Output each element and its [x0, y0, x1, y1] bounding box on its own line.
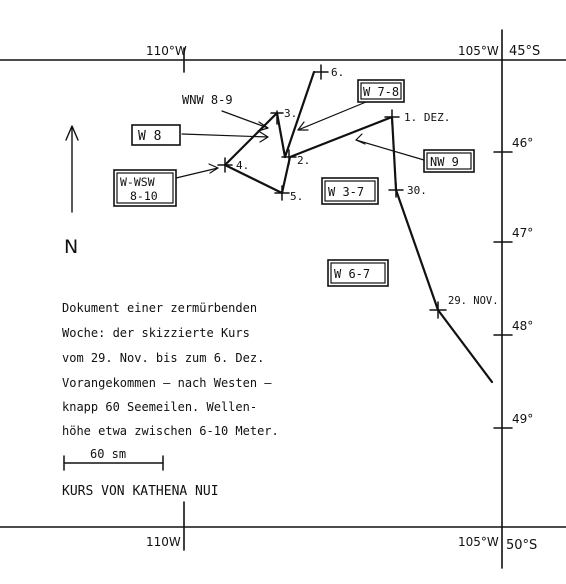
position-1-dez	[384, 109, 400, 125]
description-line-4: Vorangekommen – nach Westen –	[62, 376, 272, 390]
wind-box-nw9-inner	[426, 152, 472, 170]
wind-box-w78-inner	[360, 82, 402, 100]
position-6	[313, 64, 329, 80]
wind-label-w78: W 7-8	[363, 85, 399, 99]
lat-label-49: 49°	[512, 412, 533, 426]
description-line-6: höhe etwa zwischen 6-10 Meter.	[62, 424, 279, 438]
position-label-6: 6.	[331, 66, 344, 79]
description-line-3: vom 29. Nov. bis zum 6. Dez.	[62, 351, 264, 365]
position-29-nov	[429, 301, 447, 319]
wind-box-wwsw	[113, 169, 177, 207]
wind-pointer-w8	[181, 131, 269, 143]
wind-box-w37-inner	[324, 180, 376, 202]
wind-box-w67-inner	[330, 262, 386, 284]
wind-label-w37: W 3-7	[328, 185, 364, 199]
lon-label-105w-top: 105°W	[458, 44, 499, 58]
wind-pointer-wwsw	[175, 163, 219, 179]
scale-label: 60 sm	[90, 447, 126, 461]
wind-label-wwsw-line1: W-WSW	[120, 175, 155, 189]
wind-box-w8	[131, 124, 181, 146]
lon-label-105w-bottom: 105°W	[458, 535, 499, 549]
lat-label-48: 48°	[512, 319, 533, 333]
wind-pointer-nw9	[355, 133, 425, 161]
lat-label-46: 46°	[512, 136, 533, 150]
course-track	[223, 70, 494, 384]
wind-pointer-w78	[297, 101, 367, 131]
position-4	[217, 157, 233, 173]
lon-label-110w-bottom: 110W	[146, 535, 181, 549]
position-label-1-dez: 1. DEZ.	[404, 111, 450, 124]
north-label: N	[64, 236, 78, 258]
position-label-29-nov: 29. NOV.	[448, 295, 499, 307]
wind-box-w37	[321, 177, 379, 205]
wind-pointer-wnw	[221, 110, 269, 132]
wind-label-w8: W 8	[138, 129, 161, 144]
description-line-5: knapp 60 Seemeilen. Wellen-	[62, 400, 257, 414]
wind-box-w78	[357, 79, 405, 103]
description-line-2: Woche: der skizzierte Kurs	[62, 326, 250, 340]
wind-box-nw9	[423, 149, 475, 173]
north-arrow-head	[65, 125, 79, 141]
wind-box-wwsw-inner	[116, 172, 174, 204]
lat-label-47: 47°	[512, 226, 533, 240]
position-label-2: 2.	[297, 154, 310, 167]
wind-box-w67	[327, 259, 389, 287]
position-30	[388, 182, 404, 198]
position-3	[270, 110, 284, 125]
wind-label-wwsw-line2: 8-10	[130, 189, 158, 203]
position-label-4: 4.	[236, 159, 249, 172]
position-label-30: 30.	[407, 184, 427, 197]
course-title: KURS VON KATHENA NUI	[62, 484, 219, 499]
position-5	[274, 185, 290, 201]
wind-label-wnw: WNW 8-9	[182, 93, 233, 107]
position-label-3: 3.	[284, 107, 297, 120]
lat-label-45s: 45°S	[509, 44, 540, 59]
lon-label-110w-top: 110°W	[146, 44, 187, 58]
description-line-1: Dokument einer zermürbenden	[62, 301, 257, 315]
lat-label-50s: 50°S	[506, 538, 537, 553]
wind-label-nw9: NW 9	[430, 155, 459, 169]
position-2	[281, 149, 297, 165]
wind-label-w67: W 6-7	[334, 267, 370, 281]
position-label-5: 5.	[290, 190, 303, 203]
